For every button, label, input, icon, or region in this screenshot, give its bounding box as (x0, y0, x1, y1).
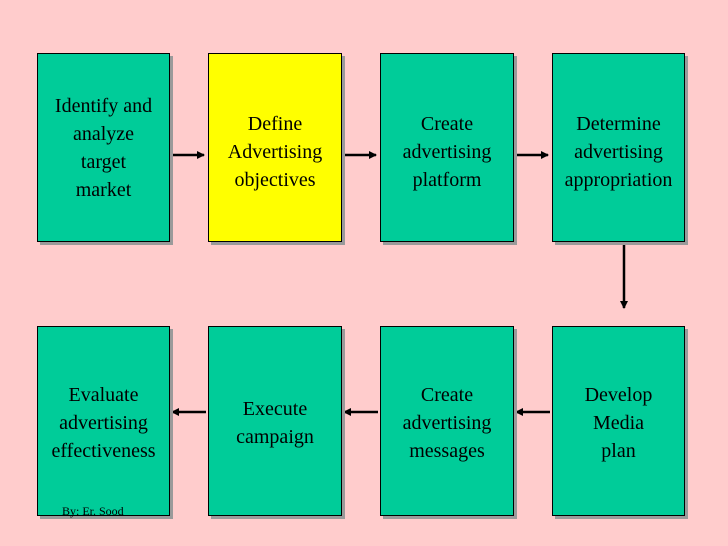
step-messages: Create advertising messages (380, 326, 514, 516)
step-line: target (80, 151, 127, 173)
step-line: advertising (59, 412, 148, 434)
step-line: Identify and (54, 95, 153, 117)
step-line: advertising (574, 141, 663, 163)
step-line: objectives (234, 169, 316, 191)
step-line: analyze (72, 123, 135, 145)
step-line: campaign (236, 426, 314, 448)
step-line: plan (601, 440, 636, 462)
step-line: Create (420, 384, 474, 406)
step-evaluate: Evaluate advertising effectiveness (37, 326, 170, 516)
step-line: market (75, 179, 132, 201)
step-line: Determine (576, 113, 661, 135)
step-execute: Execute campaign (208, 326, 342, 516)
step-line: messages (409, 440, 485, 462)
step-line: platform (412, 169, 482, 191)
step-line: effectiveness (51, 440, 156, 462)
step-line: Create (420, 113, 474, 135)
author-credit: By: Er. Sood (62, 504, 124, 518)
step-line: appropriation (564, 169, 673, 191)
step-identify: Identify and analyze target market (37, 53, 170, 242)
step-line: Define (247, 113, 303, 135)
step-line: Advertising (227, 141, 323, 163)
step-line: Media (592, 412, 645, 434)
step-appropriation: Determine advertising appropriation (552, 53, 685, 242)
step-line: Develop (584, 384, 653, 406)
step-define: Define Advertising objectives (208, 53, 342, 242)
step-line: advertising (402, 141, 492, 163)
step-line: Execute (242, 398, 308, 420)
step-media: Develop Media plan (552, 326, 685, 516)
step-line: advertising (402, 412, 492, 434)
step-platform: Create advertising platform (380, 53, 514, 242)
step-line: Evaluate (68, 384, 139, 406)
